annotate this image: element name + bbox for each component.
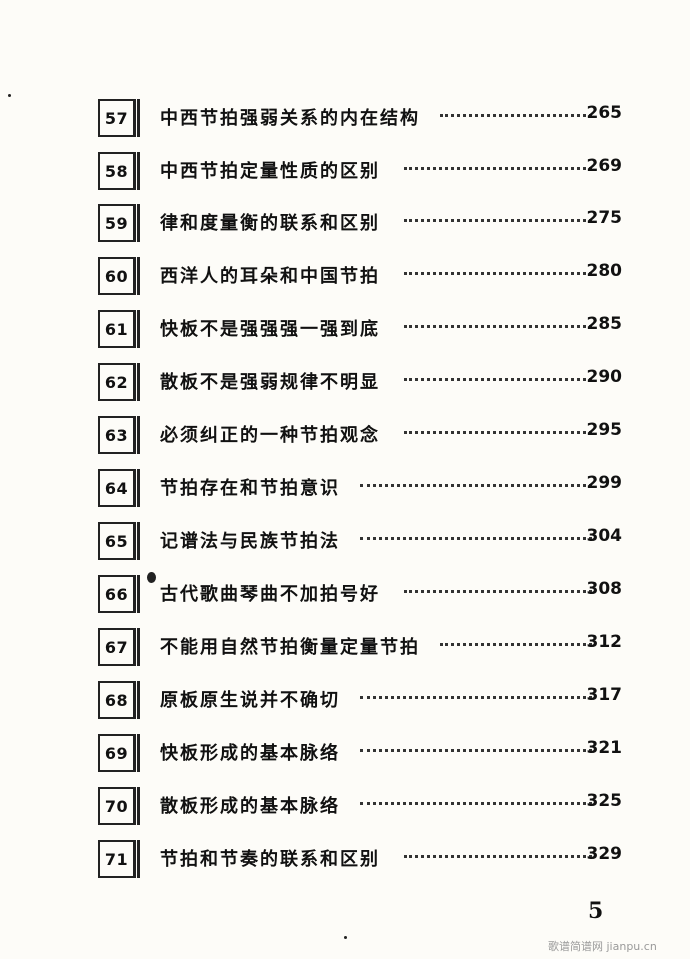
entry-number: 62	[98, 363, 140, 401]
dot-leader	[360, 537, 592, 540]
dot-leader	[404, 431, 592, 434]
entry-title: 中西节拍定量性质的区别	[160, 161, 380, 182]
page-number: 5	[588, 898, 604, 924]
toc-row: 59 律和度量衡的联系和区别 275	[0, 197, 690, 249]
entry-number: 64	[98, 469, 140, 507]
entry-title: 必须纠正的一种节拍观念	[160, 425, 380, 446]
entry-page: 329	[586, 844, 623, 864]
dot-leader	[360, 696, 592, 699]
dot-leader	[404, 167, 592, 170]
entry-title: 中西节拍强弱关系的内在结构	[160, 108, 420, 129]
toc-row: 57 中西节拍强弱关系的内在结构 265	[0, 92, 690, 144]
entry-title: 散板形成的基本脉络	[160, 796, 340, 817]
entry-number: 66	[98, 575, 140, 613]
entry-title: 律和度量衡的联系和区别	[160, 213, 380, 234]
entry-page: 269	[586, 156, 623, 176]
ink-speck	[8, 94, 11, 97]
entry-page: 280	[586, 261, 623, 281]
toc-row: 65 记谱法与民族节拍法 304	[0, 515, 690, 567]
entry-page: 312	[586, 632, 623, 652]
ink-speck	[147, 572, 156, 583]
entry-number: 57	[98, 99, 140, 137]
entry-number: 65	[98, 522, 140, 560]
ink-speck	[344, 936, 347, 939]
dot-leader	[360, 802, 592, 805]
entry-page: 295	[586, 420, 623, 440]
toc-row: 60 西洋人的耳朵和中国节拍 280	[0, 250, 690, 302]
entry-number: 58	[98, 152, 140, 190]
entry-page: 275	[586, 208, 623, 228]
dot-leader	[360, 749, 592, 752]
dot-leader	[404, 590, 592, 593]
toc-row: 70 散板形成的基本脉络 325	[0, 780, 690, 832]
dot-leader	[360, 484, 592, 487]
toc-row: 69 快板形成的基本脉络 321	[0, 727, 690, 779]
entry-title: 原板原生说并不确切	[160, 690, 340, 711]
dot-leader	[404, 219, 592, 222]
watermark: 歌谱简谱网 jianpu.cn	[548, 940, 657, 953]
entry-number: 71	[98, 840, 140, 878]
toc-row: 66 古代歌曲琴曲不加拍号好 308	[0, 568, 690, 620]
dot-leader	[404, 378, 592, 381]
entry-number: 68	[98, 681, 140, 719]
toc-row: 58 中西节拍定量性质的区别 269	[0, 145, 690, 197]
dot-leader	[404, 272, 592, 275]
entry-number: 60	[98, 257, 140, 295]
entry-title: 记谱法与民族节拍法	[160, 531, 340, 552]
dot-leader	[440, 643, 592, 646]
entry-title: 西洋人的耳朵和中国节拍	[160, 266, 380, 287]
entry-number: 63	[98, 416, 140, 454]
entry-page: 317	[586, 685, 623, 705]
entry-title: 散板不是强弱规律不明显	[160, 372, 380, 393]
entry-title: 快板形成的基本脉络	[160, 743, 340, 764]
dot-leader	[404, 855, 592, 858]
entry-title: 节拍和节奏的联系和区别	[160, 849, 380, 870]
entry-title: 古代歌曲琴曲不加拍号好	[160, 584, 380, 605]
toc-row: 71 节拍和节奏的联系和区别 329	[0, 833, 690, 885]
toc-row: 64 节拍存在和节拍意识 299	[0, 462, 690, 514]
entry-number: 70	[98, 787, 140, 825]
entry-number: 67	[98, 628, 140, 666]
entry-page: 299	[586, 473, 623, 493]
toc-row: 67 不能用自然节拍衡量定量节拍 312	[0, 621, 690, 673]
toc-row: 63 必须纠正的一种节拍观念 295	[0, 409, 690, 461]
entry-page: 321	[586, 738, 623, 758]
entry-page: 265	[586, 103, 623, 123]
dot-leader	[440, 114, 592, 117]
entry-page: 285	[586, 314, 623, 334]
toc-row: 68 原板原生说并不确切 317	[0, 674, 690, 726]
toc-row: 61 快板不是强强强一强到底 285	[0, 303, 690, 355]
entry-page: 325	[586, 791, 623, 811]
entry-page: 304	[586, 526, 623, 546]
entry-number: 69	[98, 734, 140, 772]
entry-page: 290	[586, 367, 623, 387]
entry-number: 59	[98, 204, 140, 242]
entry-title: 不能用自然节拍衡量定量节拍	[160, 637, 420, 658]
entry-number: 61	[98, 310, 140, 348]
entry-page: 308	[586, 579, 623, 599]
entry-title: 节拍存在和节拍意识	[160, 478, 340, 499]
toc-row: 62 散板不是强弱规律不明显 290	[0, 356, 690, 408]
entry-title: 快板不是强强强一强到底	[160, 319, 380, 340]
dot-leader	[404, 325, 592, 328]
